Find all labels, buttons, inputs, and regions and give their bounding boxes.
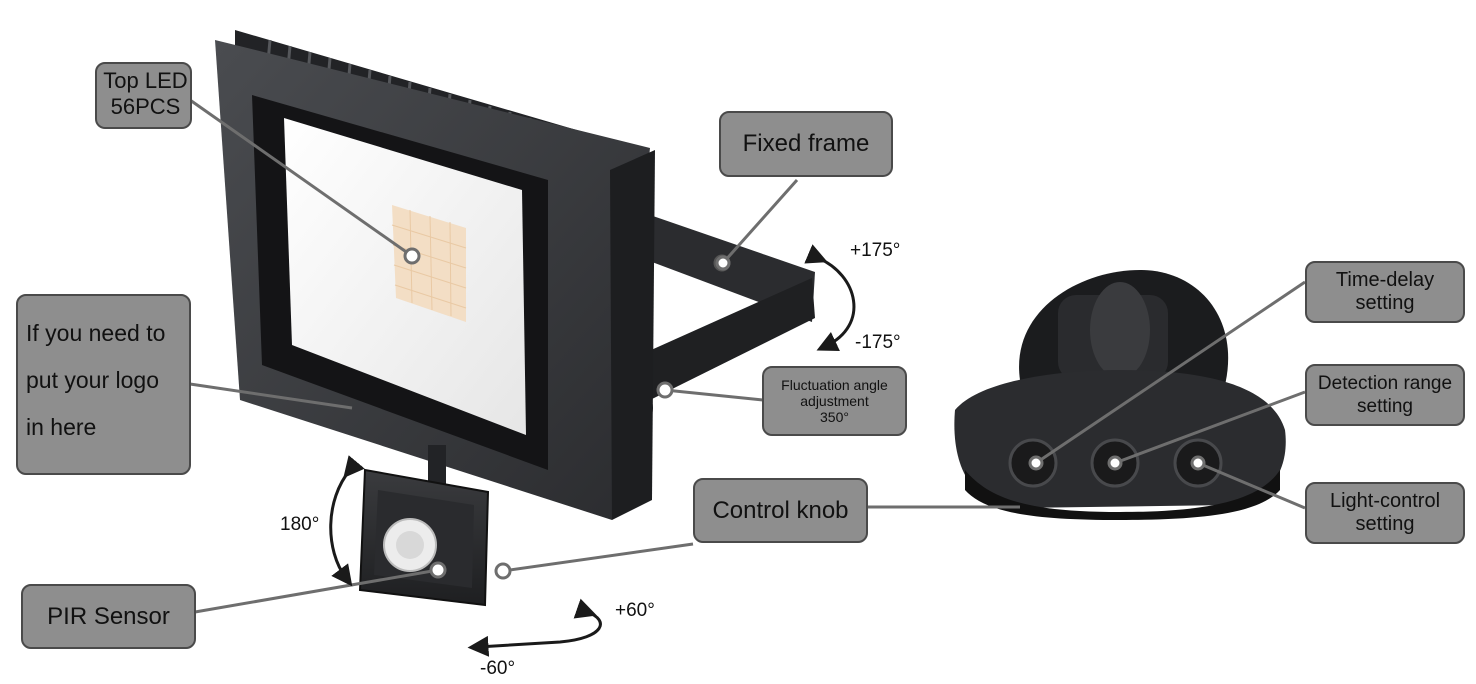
detection-range-line-1: Detection range: [1317, 373, 1453, 394]
rotation-arrows: [329, 244, 856, 657]
callout-control-knob: Control knob: [693, 478, 868, 543]
fluctuation-line-1: Fluctuation angle: [781, 377, 888, 393]
detection-range-line-2: setting: [1357, 396, 1413, 417]
light-control-line-1: Light-control: [1329, 490, 1441, 512]
control-knob-text: Control knob: [712, 496, 849, 524]
callout-detection-range: Detection range setting: [1305, 364, 1465, 426]
led-chip-array: [391, 205, 467, 322]
time-delay-line-1: Time-delay: [1335, 269, 1435, 291]
top-led-line-2: 56PCS: [110, 94, 181, 119]
fluctuation-line-2: adjustment: [800, 393, 869, 409]
callout-fluctuation-angle: Fluctuation angle adjustment 350°: [762, 366, 907, 436]
light-control-line-2: setting: [1355, 513, 1415, 535]
logo-line-1: If you need to: [26, 320, 166, 346]
top-led-line-1: Top LED: [103, 68, 188, 93]
callout-time-delay: Time-delay setting: [1305, 261, 1465, 323]
leader-lines: [189, 98, 1306, 614]
leader-dots: [403, 247, 1206, 580]
angle-frame-minus: -175°: [855, 332, 901, 353]
callout-fixed-frame: Fixed frame: [719, 111, 893, 177]
angle-sensor-minus: -60°: [480, 658, 516, 679]
angle-sensor-vertical: 180°: [280, 514, 320, 535]
fluctuation-line-3: 350°: [820, 409, 849, 425]
time-delay-line-2: setting: [1355, 292, 1415, 314]
fixed-frame-text: Fixed frame: [742, 130, 870, 157]
angle-sensor-plus: +60°: [615, 600, 655, 621]
logo-line-2: put your logo: [26, 367, 159, 393]
callout-light-control: Light-control setting: [1305, 482, 1465, 544]
callout-logo: If you need to put your logo in here: [16, 294, 191, 475]
pir-sensor-unit: [358, 445, 490, 607]
pir-sensor-text: PIR Sensor: [47, 602, 170, 630]
callout-pir-sensor: PIR Sensor: [21, 584, 196, 649]
callout-top-led: Top LED 56PCS: [95, 62, 192, 129]
control-knob-closeup: [954, 270, 1286, 520]
logo-line-3: in here: [26, 414, 97, 440]
angle-frame-plus: +175°: [850, 240, 901, 261]
